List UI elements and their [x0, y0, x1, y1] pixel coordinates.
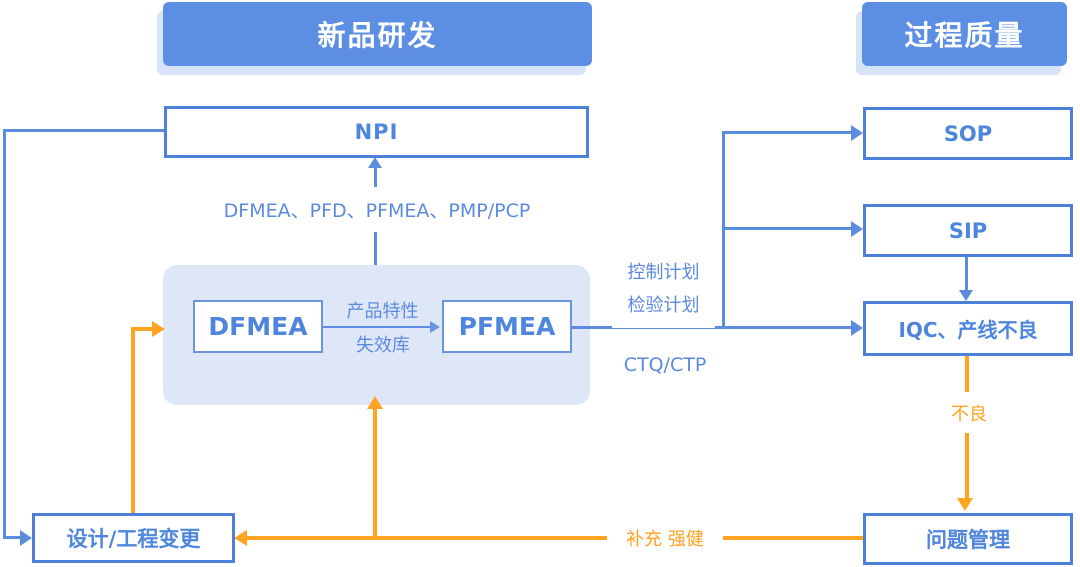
- product-traits-label: 产品特性: [330, 297, 435, 323]
- ctq-ctp-label: CTQ/CTP: [605, 343, 725, 387]
- defect-text: 不良: [951, 403, 987, 425]
- line-tools-to-npi: [374, 168, 377, 187]
- node-issue-mgmt: 问题管理: [863, 513, 1073, 565]
- line-issue-to-change: [247, 536, 863, 540]
- node-issue-mgmt-text: 问题管理: [926, 528, 1010, 552]
- node-design-change-text: 设计/工程变更: [66, 527, 201, 551]
- header-process-quality: 过程质量: [862, 2, 1067, 66]
- arrowhead-npi-icon: [368, 157, 382, 168]
- node-npi: NPI: [164, 106, 589, 158]
- supplement-label: 补充 强健: [607, 516, 723, 560]
- arrowhead-sop-icon: [851, 125, 863, 141]
- fmea-tools-text: DFMEA、PFD、PFMEA、PMP/PCP: [223, 200, 531, 222]
- arrowhead-design-change-icon: [20, 530, 32, 546]
- line-left-vertical: [3, 129, 6, 539]
- arrowhead-iqc-down-icon: [959, 290, 973, 301]
- line-branch-to-sip: [722, 227, 851, 230]
- line-sip-to-iqc: [965, 257, 968, 290]
- arrowhead-issue-down-icon: [957, 498, 973, 511]
- arrowhead-sip-icon: [851, 221, 863, 237]
- node-sip-text: SIP: [948, 218, 988, 243]
- product-traits-text: 产品特性: [346, 301, 419, 322]
- node-npi-text: NPI: [354, 120, 399, 144]
- failure-lib-label: 失效库: [338, 331, 428, 357]
- line-container-to-tools: [374, 232, 377, 265]
- node-sop: SOP: [863, 107, 1073, 160]
- arrowhead-change-left-icon: [234, 530, 247, 546]
- line-change-to-dfmea-vertical: [131, 327, 135, 513]
- node-design-change: 设计/工程变更: [32, 513, 235, 563]
- line-dfmea-to-pfmea: [323, 326, 430, 328]
- control-plan-text: 控制计划: [627, 262, 700, 283]
- line-change-to-dfmea-horizontal: [131, 327, 153, 331]
- node-sop-text: SOP: [943, 121, 993, 146]
- line-npi-left: [3, 129, 164, 132]
- arrowhead-pfmea-icon: [430, 321, 440, 333]
- node-pfmea-text: PFMEA: [458, 312, 556, 341]
- node-pfmea: PFMEA: [442, 300, 572, 353]
- node-iqc: IQC、产线不良: [863, 301, 1073, 356]
- failure-lib-text: 失效库: [356, 335, 410, 356]
- header-process-quality-text: 过程质量: [904, 19, 1025, 52]
- node-iqc-text: IQC、产线不良: [898, 318, 1038, 342]
- line-into-design-change: [3, 536, 21, 539]
- arrowhead-container-up-icon: [367, 396, 383, 409]
- plans-label: 控制计划 检验计划: [612, 250, 715, 328]
- header-new-product-dev-text: 新品研发: [317, 19, 438, 52]
- fmea-tools-label: DFMEA、PFD、PFMEA、PMP/PCP: [164, 187, 590, 232]
- ctq-ctp-text: CTQ/CTP: [623, 354, 707, 376]
- supplement-text: 补充 强健: [626, 529, 704, 550]
- node-dfmea-text: DFMEA: [208, 312, 308, 341]
- line-branch-to-sop: [722, 131, 851, 134]
- line-branch-vertical: [722, 131, 725, 329]
- node-dfmea: DFMEA: [193, 300, 323, 353]
- arrowhead-iqc-icon: [851, 320, 863, 336]
- defect-label: 不良: [924, 392, 1014, 433]
- inspection-plan-text: 检验计划: [627, 295, 700, 316]
- node-sip: SIP: [863, 204, 1073, 257]
- header-new-product-dev: 新品研发: [163, 2, 592, 66]
- line-feedback-to-container: [373, 408, 377, 538]
- arrowhead-dfmea-icon: [152, 321, 165, 337]
